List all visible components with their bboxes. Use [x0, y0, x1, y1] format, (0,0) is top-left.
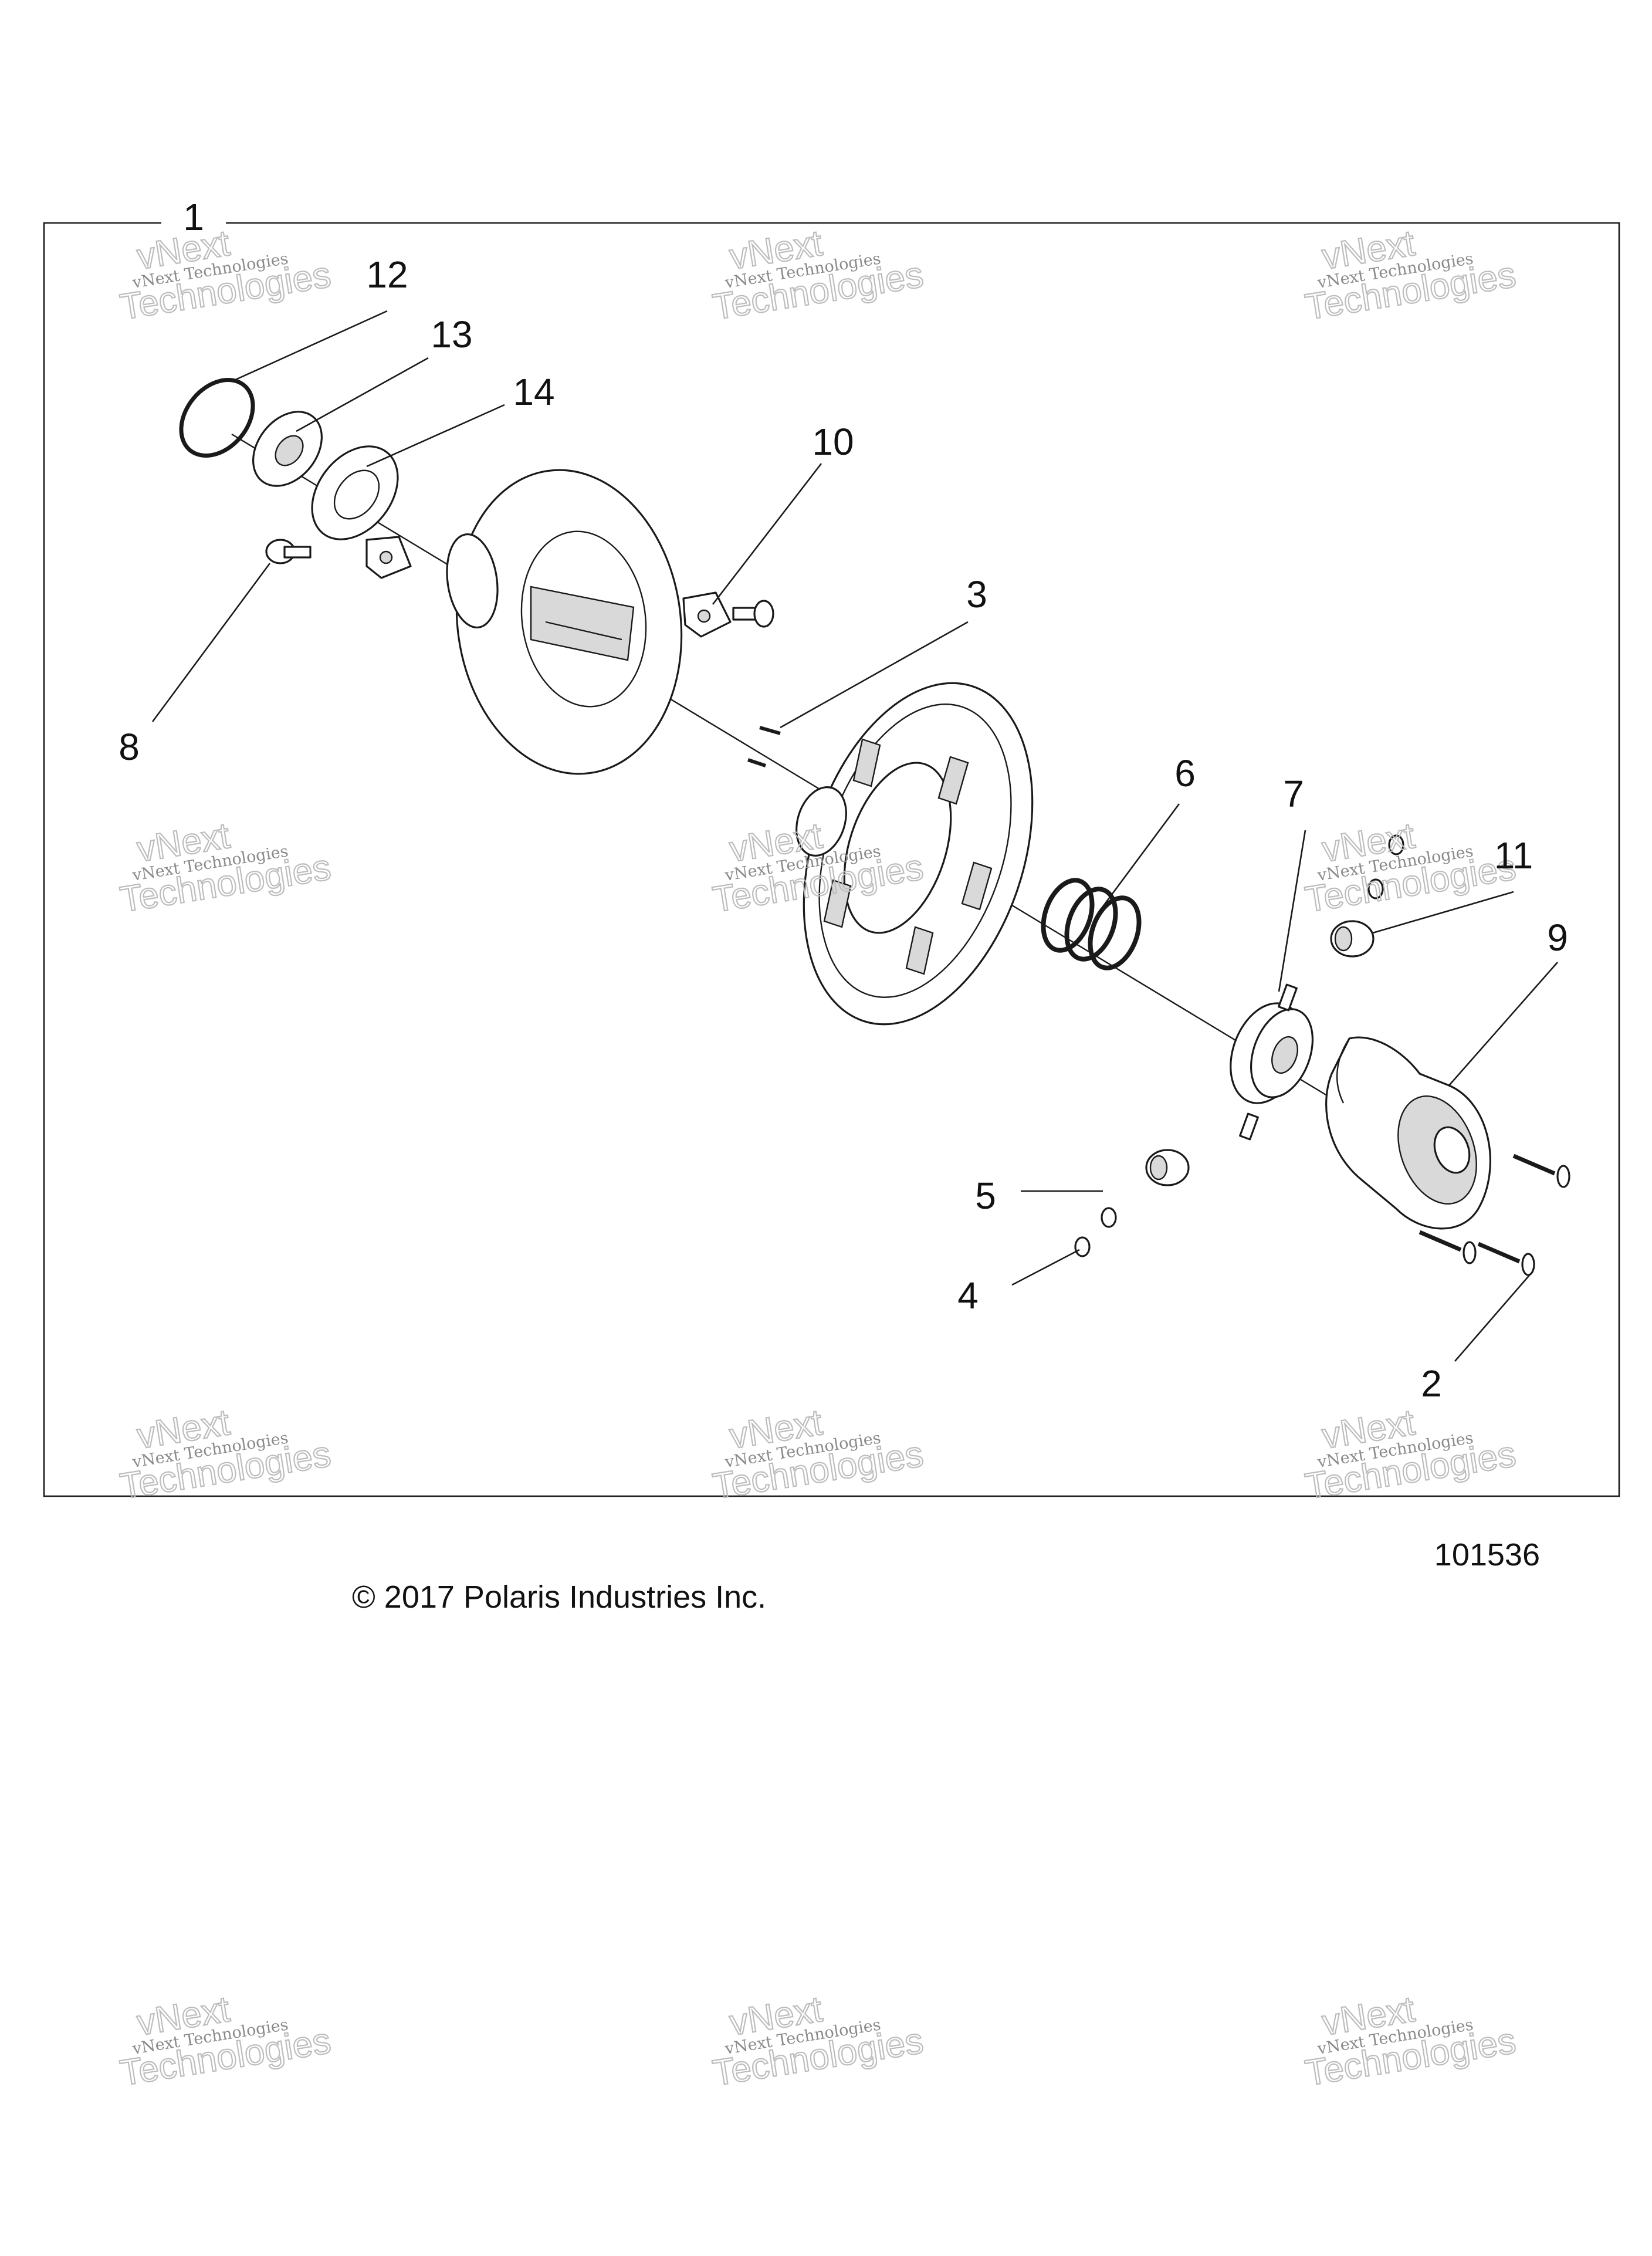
stationary-sheave [446, 469, 683, 775]
callout-4: 4 [957, 1274, 979, 1317]
roller-lower [1074, 1149, 1190, 1257]
dowel-pins [747, 726, 781, 767]
cover-plate [1325, 1036, 1491, 1230]
compression-spring [1041, 878, 1142, 970]
watermark-12: vNext vNext Technologies Technologies [1302, 1988, 1519, 2095]
movable-sheave [795, 682, 1034, 1026]
callout-labels: 1 2 3 4 5 6 7 8 9 10 11 12 13 14 [119, 196, 1568, 1405]
cover-screws [1419, 1154, 1570, 1276]
spider-hub [1230, 983, 1314, 1141]
copyright-notice: © 2017 Polaris Industries Inc. [352, 1579, 766, 1615]
callout-12: 12 [366, 253, 408, 296]
watermark-4: vNext vNext Technologies Technologies [117, 815, 334, 921]
callout-5: 5 [975, 1175, 996, 1217]
shim-washer [311, 445, 399, 540]
callout-3: 3 [966, 573, 987, 615]
callout-13: 13 [431, 313, 472, 356]
watermark-1: vNext vNext Technologies Technologies [117, 222, 334, 329]
watermark-2: vNext vNext Technologies Technologies [709, 222, 926, 329]
watermark-10: vNext vNext Technologies Technologies [117, 1988, 334, 2095]
callout-14: 14 [513, 371, 554, 413]
assembly-frame [43, 222, 1620, 1497]
watermark-6: vNext vNext Technologies Technologies [1302, 815, 1519, 921]
sheave-button-right [682, 591, 774, 638]
callout-7: 7 [1283, 773, 1304, 815]
watermark-3: vNext vNext Technologies Technologies [1302, 222, 1519, 329]
watermark-5: vNext vNext Technologies Technologies [709, 815, 926, 921]
callout-1: 1 [183, 196, 204, 238]
assembly-axis [231, 433, 1350, 1110]
retaining-ring [179, 378, 255, 458]
watermark-7: vNext vNext Technologies Technologies [117, 1402, 334, 1508]
callout-6: 6 [1174, 752, 1196, 794]
callout-11: 11 [1494, 834, 1533, 877]
callout-8: 8 [119, 726, 140, 768]
figure-number: 101536 [1434, 1537, 1540, 1572]
bushing-washer [252, 411, 323, 487]
callout-9: 9 [1547, 916, 1568, 959]
watermark-9: vNext vNext Technologies Technologies [1302, 1402, 1519, 1508]
watermark-11: vNext vNext Technologies Technologies [709, 1988, 926, 2095]
callout-2: 2 [1421, 1362, 1442, 1405]
roller-upper [1330, 834, 1404, 958]
sheave-button-left [365, 536, 412, 579]
sheave-pin [265, 539, 312, 564]
watermark-8: vNext vNext Technologies Technologies [709, 1402, 926, 1508]
leader-lines [151, 310, 1558, 1362]
callout-10: 10 [812, 421, 854, 463]
